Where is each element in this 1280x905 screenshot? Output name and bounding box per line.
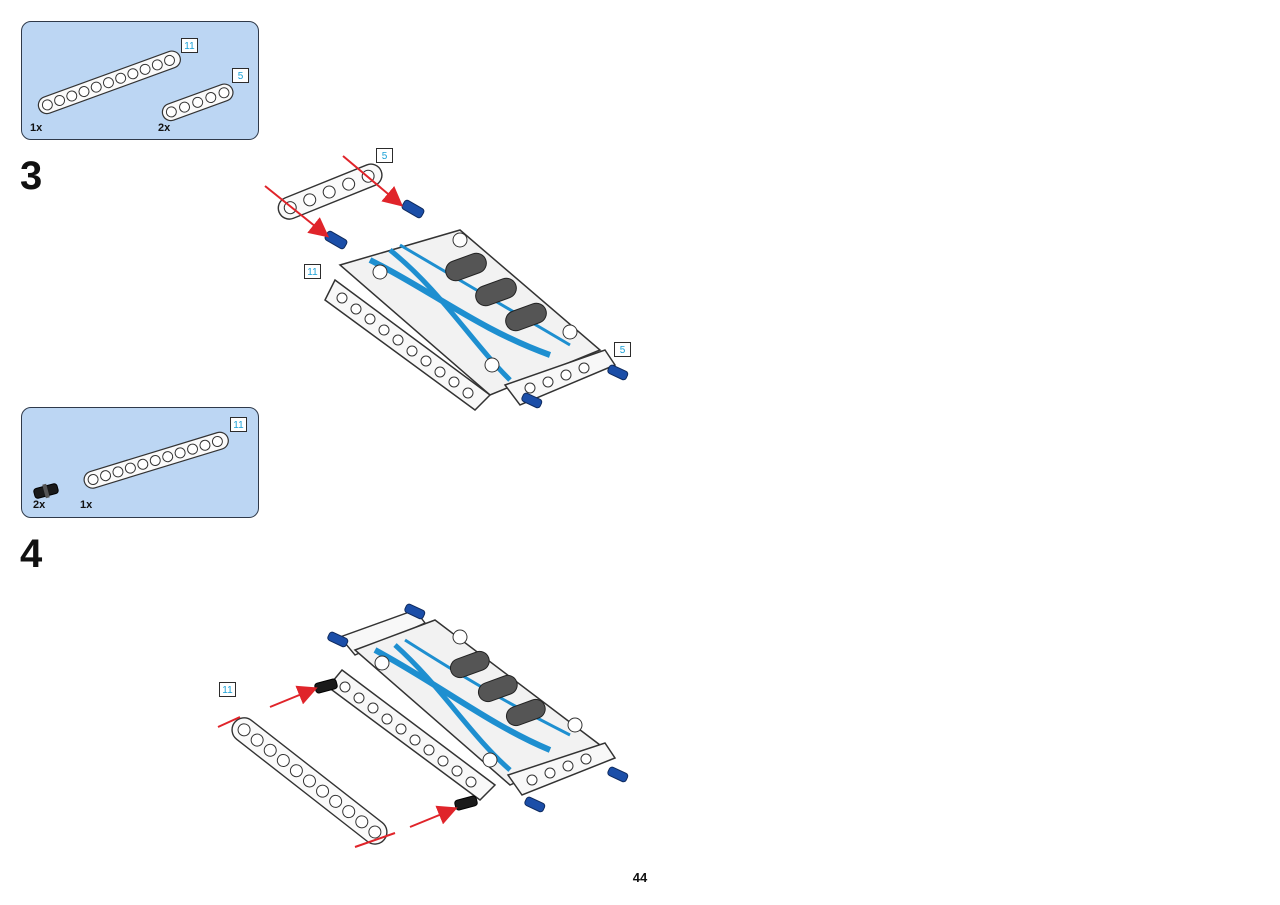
step-number: 3 bbox=[20, 154, 43, 198]
step-4-assembly-illustration bbox=[217, 603, 629, 848]
length-callout: 11 bbox=[304, 264, 321, 279]
parts-list-step-4: 11 2x 1x bbox=[21, 407, 259, 518]
step-number: 4 bbox=[20, 532, 43, 576]
length-tag: 11 bbox=[181, 38, 198, 53]
length-tag: 5 bbox=[232, 68, 249, 83]
quantity-label: 2x bbox=[158, 122, 171, 134]
length-callout: 5 bbox=[376, 148, 393, 163]
quantity-label: 1x bbox=[30, 122, 43, 134]
length-callout: 11 bbox=[219, 682, 236, 697]
beam-11-illustration bbox=[83, 431, 229, 489]
beam-11-illustration bbox=[37, 50, 234, 122]
pin-illustration bbox=[33, 483, 59, 499]
step-3-assembly-illustration bbox=[264, 155, 629, 411]
parts-list-step-3: 11 5 1x 2x bbox=[21, 21, 259, 140]
page-number: 44 bbox=[632, 870, 648, 885]
length-tag: 11 bbox=[230, 417, 247, 432]
length-callout: 5 bbox=[614, 342, 631, 357]
quantity-label: 2x bbox=[33, 499, 46, 511]
quantity-label: 1x bbox=[80, 499, 93, 511]
